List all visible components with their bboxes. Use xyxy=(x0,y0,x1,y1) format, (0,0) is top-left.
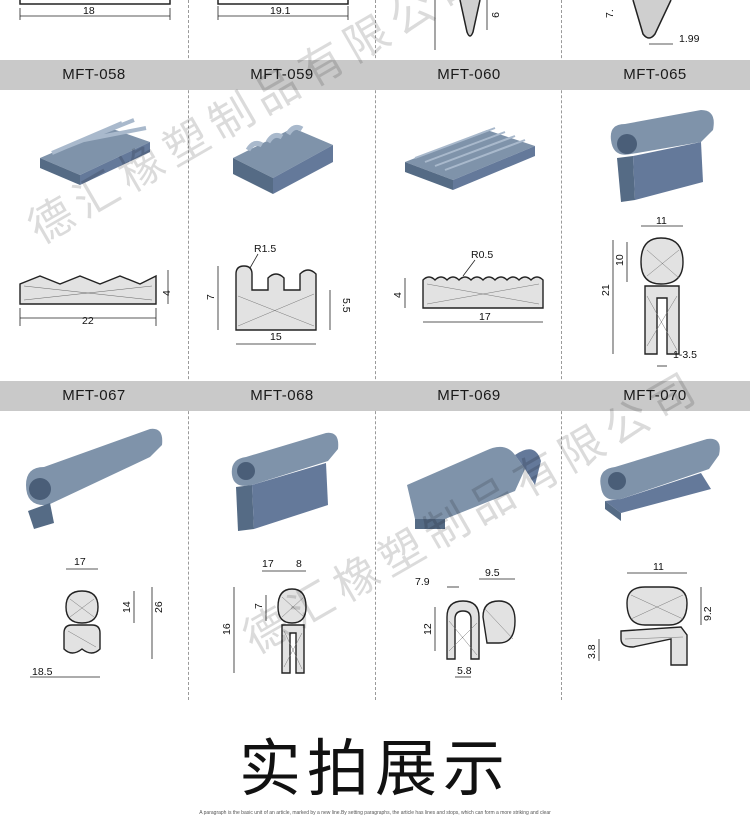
profile-drawing: 7.9 9.5 12 5.8 xyxy=(415,567,516,678)
dim-label: 7 xyxy=(205,294,217,300)
profile-drawing: 11 10 21 1-3.5 xyxy=(600,215,697,367)
product-photo xyxy=(233,124,333,194)
profile-drawing: 17 14 26 18.5 xyxy=(30,556,165,678)
product-code: MFT-065 xyxy=(623,66,687,83)
dim-label: 18.5 xyxy=(32,666,53,678)
dim-label: 3.8 xyxy=(586,644,598,659)
product-photo xyxy=(600,438,720,521)
dim-label: 4 xyxy=(392,292,404,298)
product-cell-mft-069: 7.9 9.5 12 5.8 xyxy=(375,411,561,703)
dim-label: 11 xyxy=(653,561,664,573)
dim-label: 5.5 xyxy=(340,298,352,313)
dim-label: 16 xyxy=(221,623,233,635)
dim-label: 22 xyxy=(82,315,94,327)
product-code: MFT-068 xyxy=(250,387,314,404)
grid-divider xyxy=(188,0,189,700)
product-cell-mft-059: R1.5 7 5.5 15 xyxy=(188,90,374,380)
profile-drawing: 17 8 7 16 xyxy=(221,558,307,674)
dim-label: 8 xyxy=(296,558,302,570)
product-code: MFT-060 xyxy=(437,66,501,83)
product-code: MFT-067 xyxy=(62,387,126,404)
product-code: MFT-070 xyxy=(623,387,687,404)
dim-label: 26 xyxy=(153,601,165,613)
product-cell-mft-067: 17 14 26 18.5 xyxy=(0,411,186,703)
dim-label: 1.99 xyxy=(679,33,700,45)
dim-label: 19.1 xyxy=(270,5,291,17)
top-cell-2: 19.1 xyxy=(188,0,374,60)
dim-label: 7 xyxy=(253,603,265,609)
dim-label: R0.5 xyxy=(471,249,493,261)
product-cell-mft-065: 11 10 21 1-3.5 xyxy=(561,90,747,380)
dim-label: R1.5 xyxy=(254,243,276,255)
row-header-band xyxy=(0,60,750,90)
section-title: 实拍展示 xyxy=(238,732,511,805)
dim-label: 10 xyxy=(614,254,626,266)
product-cell-mft-068: 17 8 7 16 xyxy=(188,411,374,703)
product-code: MFT-058 xyxy=(62,66,126,83)
product-photo xyxy=(26,428,163,529)
product-photo xyxy=(405,127,535,190)
dim-label: 21 xyxy=(600,284,612,296)
product-grid: 18 19.1 9 7. 1.99 MFT-058 MFT-059 MFT-06… xyxy=(0,0,750,703)
top-cell-4: 7. 1.99 xyxy=(561,0,747,60)
product-cell-mft-058: 4 22 xyxy=(0,90,186,380)
top-cell-1: 18 xyxy=(0,0,186,60)
profile-drawing: R1.5 7 5.5 15 xyxy=(205,243,352,345)
dim-label: 12 xyxy=(422,623,434,635)
product-cell-mft-070: 11 9.2 3.8 xyxy=(561,411,747,703)
dim-label: 17 xyxy=(74,556,86,568)
product-cell-mft-060: R0.5 4 17 xyxy=(375,90,561,380)
dim-label: 15 xyxy=(270,331,282,343)
product-photo xyxy=(231,432,339,531)
row-header-band xyxy=(0,381,750,411)
dim-label: 17 xyxy=(262,558,274,570)
product-photo xyxy=(407,446,541,529)
dim-label: 17 xyxy=(479,311,491,323)
grid-divider xyxy=(375,0,376,700)
dim-label: 18 xyxy=(83,5,95,17)
dim-label: 7. xyxy=(604,9,616,18)
product-photo xyxy=(610,110,714,202)
top-cell-3: 9 xyxy=(375,0,561,60)
product-code: MFT-069 xyxy=(437,387,501,404)
dim-label: 7.9 xyxy=(415,576,430,588)
dim-label: 9.5 xyxy=(485,567,500,579)
profile-drawing: R0.5 4 17 xyxy=(392,249,544,323)
dim-label: 14 xyxy=(121,601,133,613)
dim-label: 1-3.5 xyxy=(673,349,697,361)
footnote: A paragraph is the basic unit of an arti… xyxy=(199,810,551,816)
product-photo xyxy=(40,118,150,185)
dim-label: 9 xyxy=(489,12,501,18)
dim-label: 4 xyxy=(161,290,173,296)
profile-drawing: 11 9.2 3.8 xyxy=(586,561,714,666)
product-code: MFT-059 xyxy=(250,66,314,83)
dim-label: 9.2 xyxy=(702,606,714,621)
dim-label: 11 xyxy=(656,215,667,227)
dim-label: 5.8 xyxy=(457,665,472,677)
profile-drawing: 4 22 xyxy=(19,270,173,327)
grid-divider xyxy=(561,0,562,700)
